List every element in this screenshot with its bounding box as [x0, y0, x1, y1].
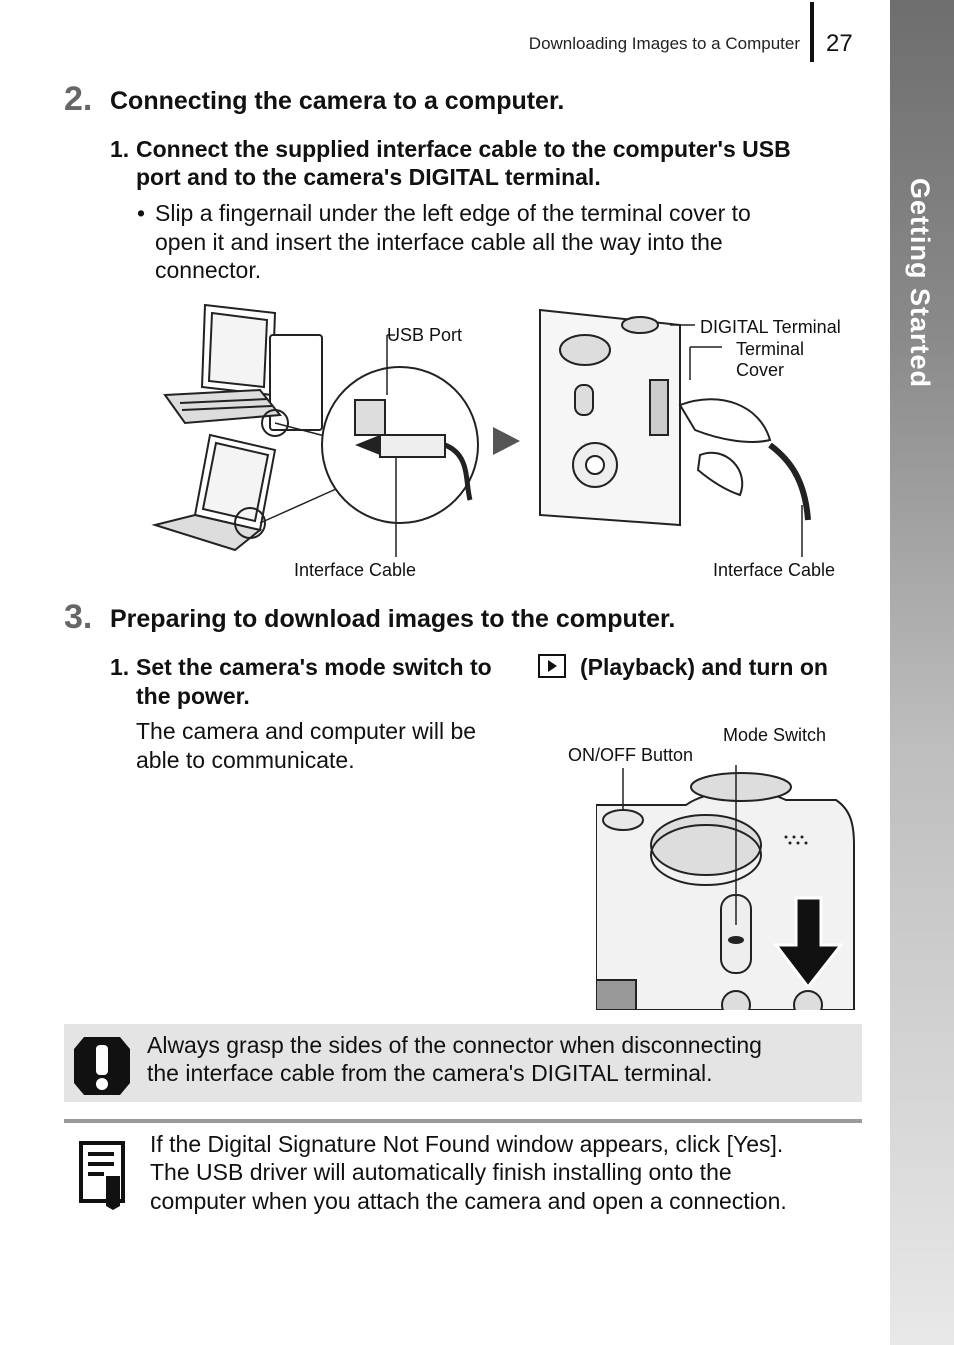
terminal-cover-label-line2: Cover: [736, 360, 785, 380]
note-line2: The USB driver will automatically finish…: [150, 1159, 732, 1185]
section-3-title: Preparing to download images to the comp…: [110, 605, 676, 633]
section-3-step-number: 1.: [110, 654, 130, 680]
onoff-button-icon: [602, 809, 644, 831]
terminal-cover-label-line1: Terminal: [736, 339, 805, 359]
note-divider: [64, 1119, 862, 1123]
section-3-number: 3.: [64, 598, 93, 636]
section-2-step-line1: Connect the supplied interface cable to …: [136, 136, 791, 162]
header-divider: [810, 2, 814, 62]
section-3-step-line2: the power.: [136, 683, 250, 709]
bullet-line3: connector.: [155, 257, 262, 283]
camera-top-illustration: [596, 765, 855, 1010]
section-2-step-line2: port and to the camera's DIGITAL termina…: [136, 164, 601, 190]
down-arrow-icon: [772, 896, 845, 990]
caution-line2: the interface cable from the camera's DI…: [147, 1060, 713, 1086]
caution-line1: Always grasp the sides of the connector …: [147, 1032, 762, 1058]
onoff-button-label: ON/OFF Button: [568, 745, 694, 765]
mode-dial-icon: [650, 814, 762, 876]
interface-cable-label-left: Interface Cable: [294, 560, 417, 580]
next-arrow-icon: [493, 427, 520, 455]
bullet-marker: •: [137, 200, 146, 226]
bullet-line2: open it and insert the interface cable a…: [155, 229, 723, 255]
section-2-title: Connecting the camera to a computer.: [110, 87, 565, 115]
section-3-body-line1: The camera and computer will be: [136, 718, 477, 744]
laptop-icon: [151, 433, 277, 552]
section-2-step-number: 1.: [110, 136, 130, 162]
camera-side-icon: [539, 308, 681, 527]
page-number: 27: [826, 30, 853, 57]
digital-terminal-label: DIGITAL Terminal: [700, 317, 841, 337]
section-3-step-line1-before: Set the camera's mode switch to: [136, 654, 492, 680]
interface-cable-label-right: Interface Cable: [713, 560, 836, 580]
section-2-number: 2.: [64, 80, 93, 118]
hand-cable-icon: [678, 398, 811, 521]
connection-illustration: [151, 303, 811, 557]
note-line1: If the Digital Signature Not Found windo…: [150, 1131, 784, 1157]
side-tab: [890, 0, 954, 1345]
running-header: Downloading Images to a Computer: [528, 34, 800, 53]
usb-port-icon: [354, 399, 386, 436]
caution-box: [64, 1024, 862, 1102]
playback-icon: [538, 654, 566, 678]
desktop-computer-icon: [163, 303, 323, 431]
bullet-line1: Slip a fingernail under the left edge of…: [155, 200, 751, 226]
section-3-step-line1-after: (Playback) and turn on: [580, 654, 828, 680]
note-icon: [79, 1141, 125, 1210]
mode-switch-label: Mode Switch: [723, 725, 827, 745]
side-tab-label: Getting Started: [902, 178, 938, 388]
caution-icon: [74, 1037, 130, 1095]
usb-port-label: USB Port: [387, 325, 463, 345]
note-line3: computer when you attach the camera and …: [150, 1188, 787, 1214]
usb-plug-icon: [379, 434, 446, 458]
section-3-body-line2: able to communicate.: [136, 747, 355, 773]
